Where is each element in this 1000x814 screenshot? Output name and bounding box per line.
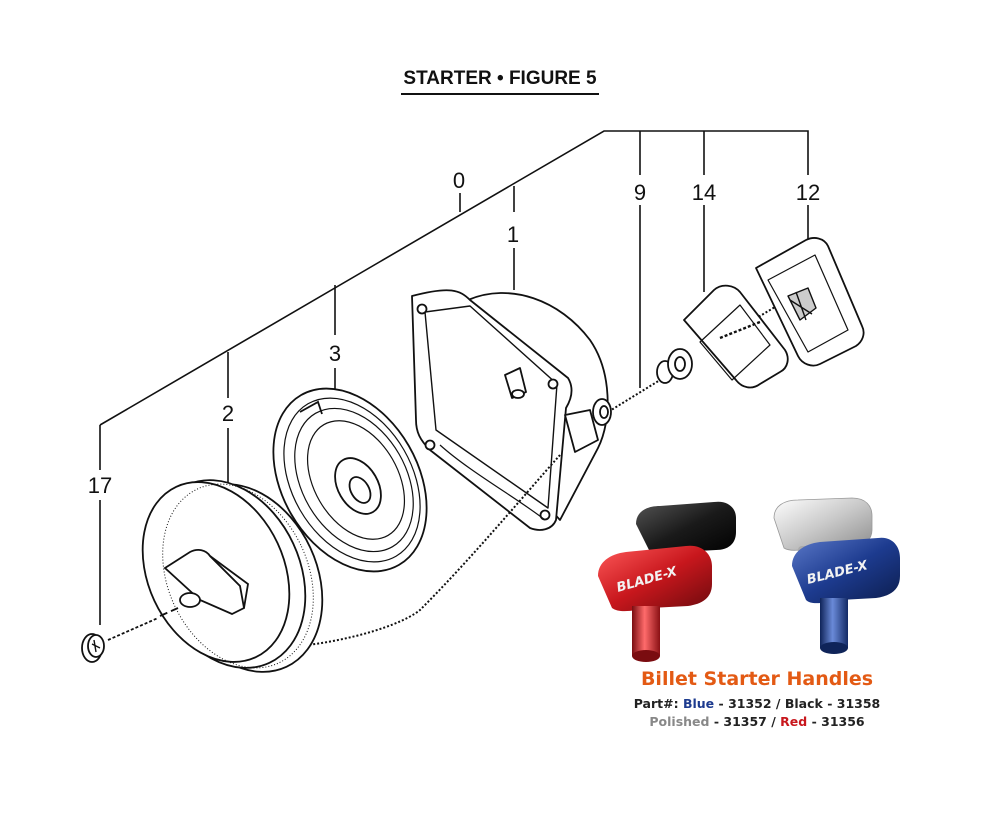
promo-part-line-2: Polished - 31357 / Red - 31356 [649,714,865,729]
callout-0: 0 [453,168,465,193]
callout-12: 12 [796,180,820,205]
handle-red: BLADE-X [598,545,712,662]
callout-1: 1 [507,222,519,247]
red-part-number: 31356 [821,714,865,729]
part-17-screw [81,607,179,663]
callout-2: 2 [222,401,234,426]
part-9-rope-guide [592,348,693,426]
callout-14: 14 [692,180,716,205]
part-12-handle-cap [755,237,865,367]
black-label: Black [784,696,823,711]
part-1-housing [411,289,609,531]
diagram-title: STARTER • FIGURE 5 [0,68,1000,95]
promo-title: Billet Starter Handles [640,668,874,690]
promo-handles-photo: BLADE-X BLADE-X [598,497,900,662]
callout-17: 17 [88,473,112,498]
handle-blue: BLADE-X [792,537,900,654]
callout-3: 3 [329,341,341,366]
promo-part-line-1: Part#: Blue - 31352 / Black - 31358 [633,696,881,711]
blue-part-number: 31352 [728,696,772,711]
red-label: Red [780,714,808,729]
pulley-rope-windings [162,483,314,669]
part-14-handle [683,284,789,389]
polished-part-number: 31357 [723,714,767,729]
polished-label: Polished [649,714,710,729]
part-3-recoil-spring [272,387,428,573]
diagram-title-text: STARTER • FIGURE 5 [401,68,599,95]
blue-label: Blue [682,696,715,711]
leader-lines [99,130,809,625]
part-2-pulley [141,479,324,673]
part-prefix: Part#: [633,696,679,711]
black-part-number: 31358 [836,696,881,711]
callout-9: 9 [634,180,646,205]
